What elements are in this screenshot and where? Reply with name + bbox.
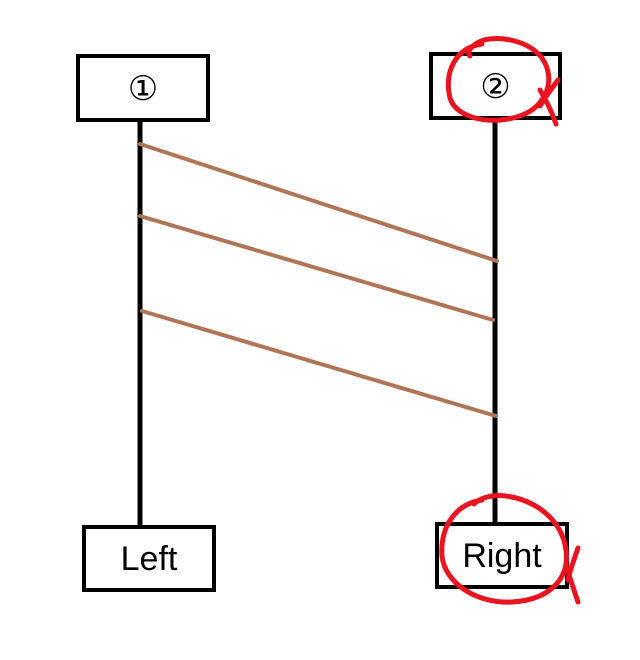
node-top-right: ②: [429, 52, 562, 120]
node-bottom-right: Right: [435, 522, 569, 589]
node-top-right-label: ②: [480, 67, 511, 107]
node-bottom-right-label: Right: [462, 537, 542, 575]
connector-1: [138, 142, 499, 263]
connector-2: [138, 214, 495, 322]
node-bottom-left-label: Left: [120, 540, 178, 578]
node-top-left-label: ①: [127, 69, 159, 109]
connector-3: [140, 309, 498, 418]
node-top-left: ①: [76, 54, 210, 122]
node-bottom-left: Left: [82, 525, 216, 592]
